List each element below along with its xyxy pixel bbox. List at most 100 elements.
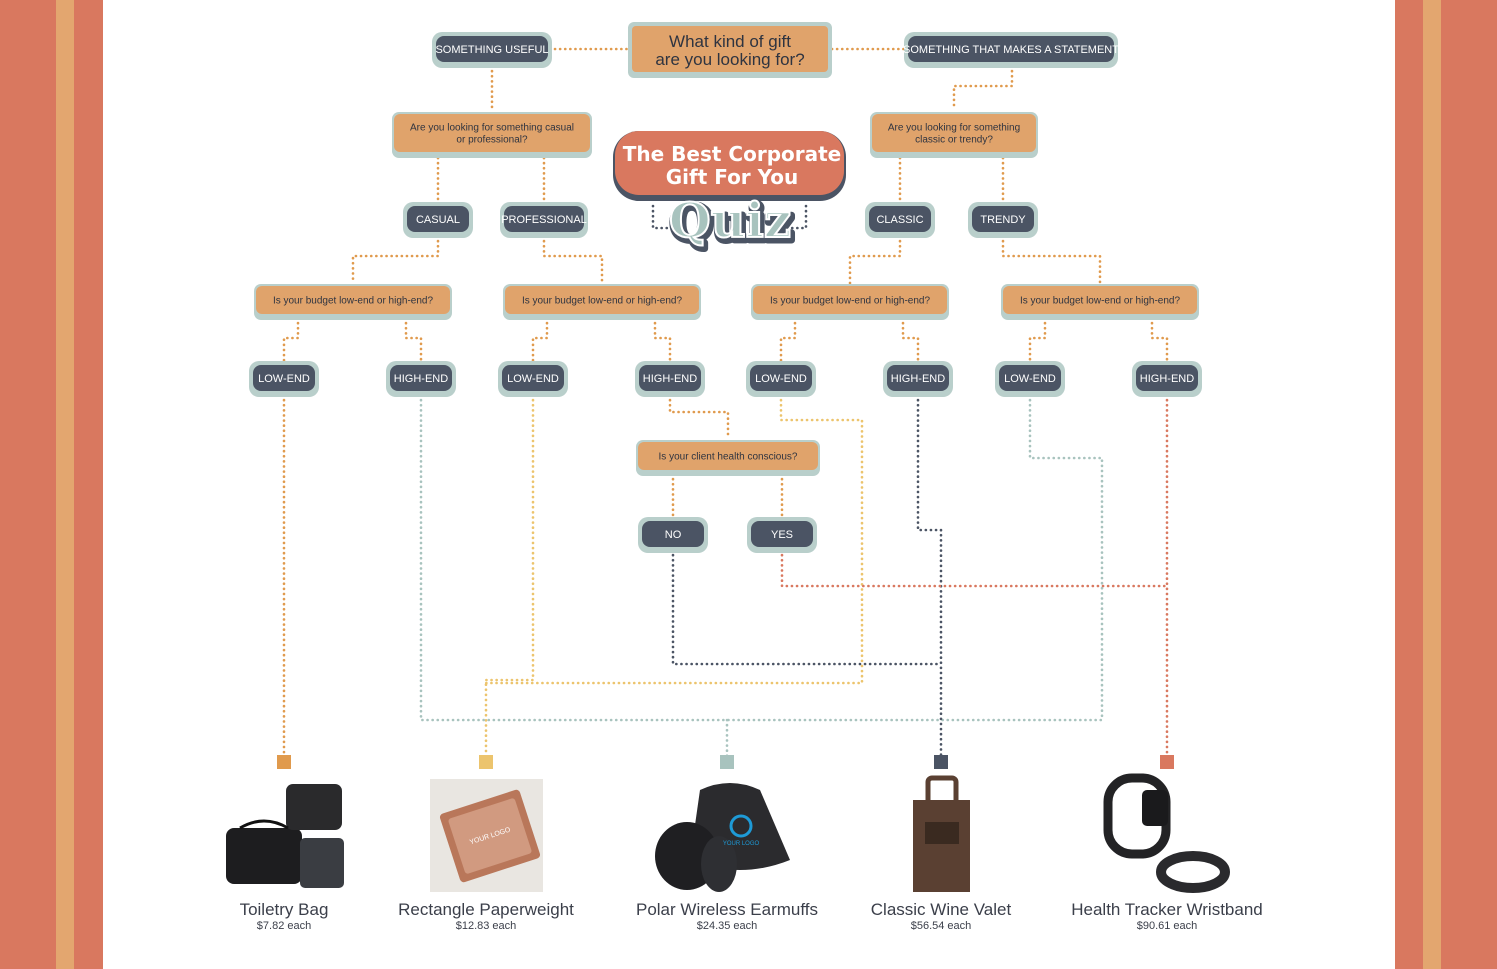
product-price: $7.82 each [257,920,311,932]
answer-high-end-8[interactable]: HIGH-END [1132,361,1202,397]
toiletry-bag-image [226,784,344,888]
product-3[interactable]: Polar Wireless Earmuffs$24.35 each [636,755,818,932]
answer-something-statement[interactable]: SOMETHING THAT MAKES A STATEMENT [903,32,1119,68]
left-stripe-outer [0,0,56,969]
product-4[interactable]: Classic Wine Valet$56.54 each [871,755,1012,932]
answer-casual-label: CASUAL [416,214,460,226]
earmuffs-logo-text: YOUR LOGO [723,841,760,847]
question-budget-3: Is your budget low-end or high-end? [751,284,949,320]
question-budget-3-text-1: Is your budget low-end or high-end? [770,296,931,307]
answer-something-useful[interactable]: SOMETHING USEFUL [432,32,552,68]
route-wristband-1 [780,548,1169,588]
connector-budget-choice-0 [282,316,300,364]
connector-budget-choice-2 [531,316,549,364]
right-stripe-middle [1423,0,1441,969]
question-casual-or-professional-text-1: Are you looking for something casual [410,123,574,134]
answer-high-end-2[interactable]: HIGH-END [386,361,456,397]
answer-low-end-5[interactable]: LOW-END [746,361,816,397]
quiz-word: Quiz [669,193,791,249]
answer-high-end-6[interactable]: HIGH-END [883,361,953,397]
wine-valet-image [913,775,970,892]
left-stripe-inner [74,0,103,969]
question-budget-4-text-1: Is your budget low-end or high-end? [1020,296,1181,307]
answer-low-end-1-label: LOW-END [258,373,310,385]
product-marker [479,755,493,769]
product-1[interactable]: Toiletry Bag$7.82 each [226,755,344,932]
product-price: $12.83 each [456,920,517,932]
question-budget-1: Is your budget low-end or high-end? [254,284,452,320]
wristband-image [1103,773,1230,893]
question-health-conscious: Is your client health conscious? [636,440,820,476]
answer-trendy[interactable]: TRENDY [968,202,1038,238]
route-wine-valet-2 [671,548,943,666]
connector-statement-q [952,64,1014,112]
answer-low-end-7[interactable]: LOW-END [995,361,1065,397]
answer-low-end-7-label: LOW-END [1004,373,1056,385]
question-budget-1-text-1: Is your budget low-end or high-end? [273,296,434,307]
product-price: $90.61 each [1137,920,1198,932]
answer-high-end-6-label: HIGH-END [891,373,945,385]
answer-casual[interactable]: CASUAL [403,202,473,238]
connector-lines [282,47,1169,758]
answer-high-end-4[interactable]: HIGH-END [635,361,705,397]
product-marker [720,755,734,769]
answer-professional[interactable]: PROFESSIONAL [500,202,588,238]
earmuffs-image [655,783,790,892]
route-earmuffs-1 [419,393,1104,722]
answer-yes[interactable]: YES [747,517,817,553]
question-classic-or-trendy-text-1: Are you looking for something [888,123,1020,134]
connector-casual-budget [351,234,440,285]
product-name: Polar Wireless Earmuffs [636,900,818,919]
product-marker [934,755,948,769]
route-paperweight-2 [484,393,864,685]
answer-high-end-2-label: HIGH-END [394,373,448,385]
connector-budget-choice-1 [404,316,423,364]
product-price: $24.35 each [697,920,758,932]
left-stripe-middle [56,0,74,969]
product-5[interactable]: Health Tracker Wristband$90.61 each [1071,755,1263,932]
connector-budget-choice-3 [653,316,672,364]
root-question-line-2: are you looking for? [655,50,804,69]
answer-low-end-5-label: LOW-END [755,373,807,385]
root-question-line-1: What kind of gift [669,32,791,51]
right-stripe-inner [1395,0,1423,969]
answer-professional-label: PROFESSIONAL [501,214,587,226]
title-line-1: The Best Corporate [623,142,841,166]
title-dots-left [651,204,672,230]
product-2[interactable]: Rectangle Paperweight$12.83 each [398,755,574,932]
question-casual-or-professional-text-2: or professional? [456,135,528,146]
answer-low-end-1[interactable]: LOW-END [249,361,319,397]
answer-classic-label: CLASSIC [876,214,923,226]
answer-low-end-3-label: LOW-END [507,373,559,385]
product-marker [277,755,291,769]
question-health-conscious-text-1: Is your client health conscious? [659,452,798,463]
answer-low-end-3[interactable]: LOW-END [498,361,568,397]
question-budget-2: Is your budget low-end or high-end? [503,284,701,320]
connector-highend-health [668,393,730,440]
title-badge: The Best Corporate Gift For You Quiz Qui… [613,131,846,256]
answer-something-useful-label: SOMETHING USEFUL [435,44,548,56]
product-name: Rectangle Paperweight [398,900,574,919]
product-marker [1160,755,1174,769]
answer-yes-label: YES [771,529,793,541]
answer-classic[interactable]: CLASSIC [865,202,935,238]
product-name: Health Tracker Wristband [1071,900,1262,919]
right-stripe-outer [1441,0,1497,969]
product-name: Classic Wine Valet [871,900,1012,919]
connector-professional-budget [542,234,604,285]
title-line-2: Gift For You [666,165,799,189]
answer-something-statement-label: SOMETHING THAT MAKES A STATEMENT [903,44,1119,56]
question-budget-4: Is your budget low-end or high-end? [1001,284,1199,320]
answer-high-end-8-label: HIGH-END [1140,373,1194,385]
answer-no[interactable]: NO [638,517,708,553]
connector-classic-budget [848,234,902,285]
route-wine-valet-1 [916,393,943,758]
answer-high-end-4-label: HIGH-END [643,373,697,385]
quiz-word-shadow: Quiz [671,196,793,252]
connector-budget-choice-7 [1150,316,1169,364]
question-budget-2-text-1: Is your budget low-end or high-end? [522,296,683,307]
